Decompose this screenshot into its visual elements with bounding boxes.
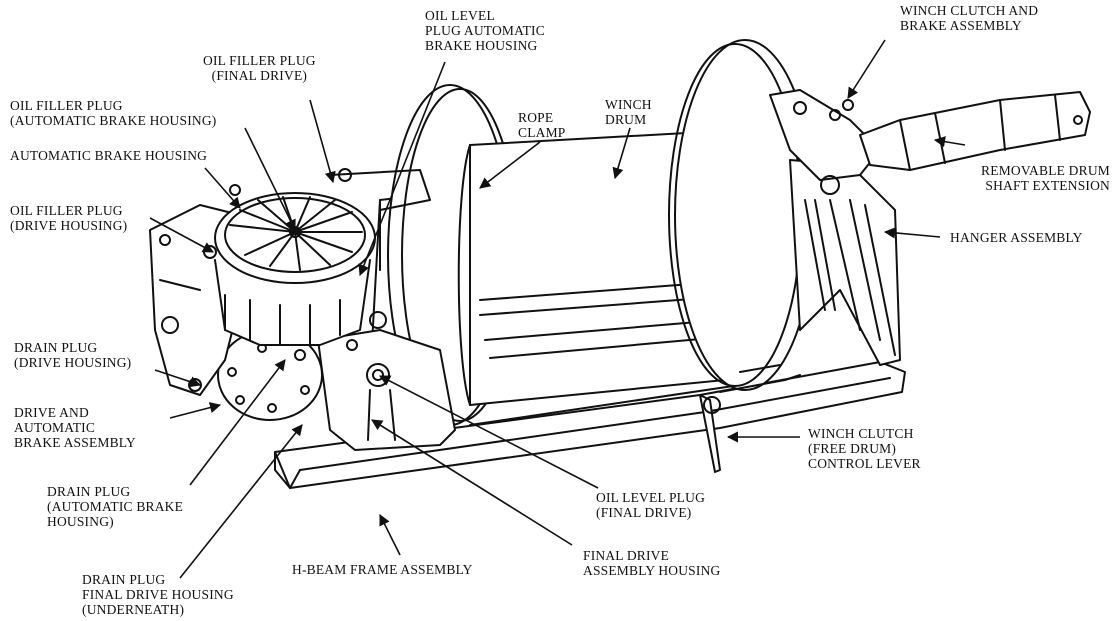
clutch-lever-shape <box>699 364 801 473</box>
label-line: OIL FILLER PLUG <box>10 98 123 113</box>
label-line: BRAKE HOUSING <box>425 38 538 53</box>
label-line: OIL LEVEL PLUG <box>596 490 706 505</box>
clutch-brake-shape <box>769 89 881 311</box>
leader-automatic-brake-housing <box>204 167 241 209</box>
shaft-extension-shape <box>859 91 1091 171</box>
label-line: CLAMP <box>518 125 566 140</box>
label-rope-clamp: ROPE CLAMP <box>518 110 566 140</box>
leader-oil-filler-final <box>309 99 336 184</box>
label-line: ASSEMBLY HOUSING <box>583 563 721 578</box>
label-line: (FREE DRUM) <box>808 441 897 456</box>
leader-oil-filler-drive <box>149 217 214 253</box>
label-line: WINCH CLUTCH AND <box>900 3 1039 18</box>
leader-hanger-assembly <box>883 227 941 239</box>
label-line: (FINAL DRIVE) <box>596 505 692 520</box>
label-oil-filler-abh: OIL FILLER PLUG (AUTOMATIC BRAKE HOUSING… <box>10 98 217 128</box>
label-drain-plug-final-underneath: DRAIN PLUG FINAL DRIVE HOUSING (UNDERNEA… <box>82 572 234 617</box>
label-line: DRAIN PLUG <box>14 340 98 355</box>
label-line: (FINAL DRIVE) <box>211 68 308 83</box>
label-line: FINAL DRIVE <box>583 548 670 563</box>
label-line: AUTOMATIC <box>14 420 96 435</box>
label-line: (DRIVE HOUSING) <box>10 218 128 233</box>
label-line: H-BEAM FRAME ASSEMBLY <box>292 562 473 577</box>
label-line: (AUTOMATIC BRAKE <box>47 499 184 514</box>
label-line: HOUSING) <box>47 514 114 529</box>
leader-oil-filler-abh <box>244 127 296 232</box>
label-line: PLUG AUTOMATIC <box>425 23 545 38</box>
label-line: REMOVABLE DRUM <box>981 163 1110 178</box>
label-winch-drum: WINCH DRUM <box>605 97 652 127</box>
leader-h-beam-frame <box>379 513 401 556</box>
label-oil-filler-drive: OIL FILLER PLUG (DRIVE HOUSING) <box>10 203 127 233</box>
label-line: DRIVE AND <box>14 405 89 420</box>
label-line: OIL FILLER PLUG <box>203 53 316 68</box>
label-h-beam-frame: H-BEAM FRAME ASSEMBLY <box>292 562 473 577</box>
label-line: FINAL DRIVE HOUSING <box>82 587 234 602</box>
hanger-assembly-shape <box>789 159 901 366</box>
label-line: WINCH <box>605 97 652 112</box>
label-line: SHAFT EXTENSION <box>985 178 1110 193</box>
leader-lines <box>149 39 966 579</box>
label-drain-plug-abh: DRAIN PLUG (AUTOMATIC BRAKE HOUSING) <box>47 484 183 529</box>
label-line: WINCH CLUTCH <box>808 426 914 441</box>
label-hanger-assembly: HANGER ASSEMBLY <box>950 230 1083 245</box>
label-line: OIL FILLER PLUG <box>10 203 123 218</box>
label-oil-level-plug-final: OIL LEVEL PLUG (FINAL DRIVE) <box>596 490 705 520</box>
label-line: (UNDERNEATH) <box>82 602 185 617</box>
label-drive-auto-brake: DRIVE AND AUTOMATIC BRAKE ASSEMBLY <box>14 405 136 450</box>
label-line: (AUTOMATIC BRAKE HOUSING) <box>10 113 217 128</box>
label-winch-clutch-brake: WINCH CLUTCH AND BRAKE ASSEMBLY <box>900 3 1038 33</box>
label-drain-plug-drive: DRAIN PLUG (DRIVE HOUSING) <box>14 340 131 370</box>
label-final-drive-housing: FINAL DRIVE ASSEMBLY HOUSING <box>583 548 721 578</box>
drive-cover-shape <box>217 329 323 421</box>
label-line: BRAKE ASSEMBLY <box>14 435 136 450</box>
leader-drain-plug-abh <box>189 359 286 486</box>
leader-oil-level-plug-abh <box>358 61 446 277</box>
label-line: DRAIN PLUG <box>82 572 166 587</box>
label-line: DRUM <box>605 112 647 127</box>
label-line: (DRIVE HOUSING) <box>14 355 132 370</box>
leader-rope-clamp <box>479 141 541 189</box>
label-winch-clutch-lever: WINCH CLUTCH (FREE DRUM) CONTROL LEVER <box>808 426 921 471</box>
label-removable-drum-shaft: REMOVABLE DRUM SHAFT EXTENSION <box>960 163 1110 193</box>
leader-removable-shaft <box>933 136 966 148</box>
automatic-brake-housing-shape <box>214 168 431 346</box>
label-oil-level-plug-abh: OIL LEVEL PLUG AUTOMATIC BRAKE HOUSING <box>425 8 545 53</box>
leader-drain-plug-drive <box>154 369 202 388</box>
label-line: HANGER ASSEMBLY <box>950 230 1083 245</box>
leader-drive-auto-brake <box>169 402 222 419</box>
label-automatic-brake-housing: AUTOMATIC BRAKE HOUSING <box>10 148 207 163</box>
drive-housing-shape <box>149 204 241 396</box>
leader-winch-drum <box>612 127 631 180</box>
label-line: OIL LEVEL <box>425 8 495 23</box>
leader-oil-level-final <box>379 375 599 489</box>
leader-winch-clutch-brake <box>847 39 886 99</box>
label-oil-filler-final: OIL FILLER PLUG (FINAL DRIVE) <box>203 53 316 83</box>
label-line: BRAKE ASSEMBLY <box>900 18 1022 33</box>
label-line: CONTROL LEVER <box>808 456 921 471</box>
leader-final-drive-housing <box>371 419 573 546</box>
label-line: ROPE <box>518 110 554 125</box>
label-line: AUTOMATIC BRAKE HOUSING <box>10 148 208 163</box>
final-drive-housing-shape <box>317 311 456 451</box>
leader-drain-plug-final <box>179 424 303 579</box>
label-line: DRAIN PLUG <box>47 484 131 499</box>
